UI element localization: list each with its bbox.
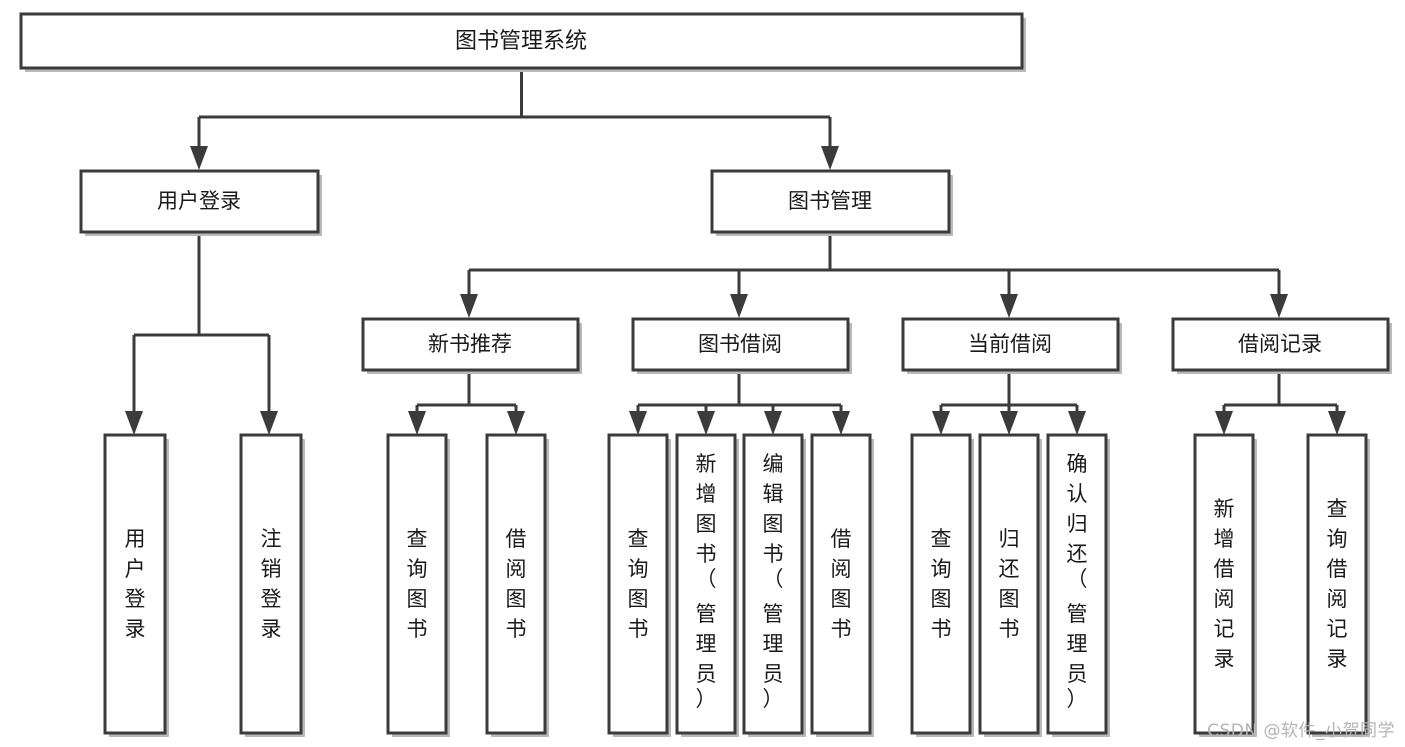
- node-new-book-recommend-label: 新书推荐: [428, 332, 512, 356]
- node-leaf-user-logout-label: 注销登录: [261, 527, 282, 641]
- node-book-borrow-label: 图书借阅: [698, 332, 782, 356]
- node-leaf-query-book-1-label: 查询图书: [407, 527, 428, 641]
- arrow-head-borrow-record: [1270, 294, 1288, 318]
- node-current-borrow[interactable]: 当前借阅: [901, 317, 1122, 374]
- arrow-head-leaf-user-login: [125, 411, 143, 435]
- node-book-management-box: [710, 169, 951, 234]
- arrow-head-new-book-recommend: [460, 294, 478, 318]
- node-leaf-borrow-book-1[interactable]: 借阅图书: [485, 433, 549, 737]
- node-leaf-query-book-1-box: [386, 433, 448, 735]
- node-leaf-user-login-label: 用户登录: [125, 527, 146, 641]
- arrow-head-leaf-query-book-1: [408, 411, 426, 435]
- node-leaf-query-record-box: [1306, 433, 1368, 735]
- node-leaf-user-login-box: [103, 433, 167, 735]
- csdn-watermark: CSDN @软件_小贺同学: [1207, 721, 1395, 741]
- node-leaf-borrow-book-1-box: [485, 433, 547, 735]
- node-borrow-record-box: [1171, 317, 1390, 372]
- node-leaf-query-book-3[interactable]: 查询图书: [910, 433, 974, 737]
- node-new-book-recommend[interactable]: 新书推荐: [361, 317, 582, 374]
- arrow-head-leaf-add-record: [1215, 411, 1233, 435]
- arrow-head-book-borrow: [730, 294, 748, 318]
- node-user-login-label: 用户登录: [157, 189, 241, 213]
- node-leaf-edit-book-label: 编辑图书（管理员）: [763, 452, 784, 711]
- arrow-head-leaf-add-book: [697, 411, 715, 435]
- node-book-management-label: 图书管理: [788, 189, 872, 213]
- node-root-box: [19, 12, 1024, 70]
- node-leaf-query-book-2-label: 查询图书: [628, 527, 649, 641]
- node-leaf-query-book-1[interactable]: 查询图书: [386, 433, 450, 737]
- node-new-book-recommend-box: [361, 317, 580, 372]
- arrow-head-leaf-query-book-2: [629, 411, 647, 435]
- node-leaf-return-book-box: [978, 433, 1040, 735]
- node-leaf-borrow-book-2-label: 借阅图书: [831, 527, 852, 641]
- node-leaf-add-book-box: [675, 433, 737, 735]
- node-borrow-record-label: 借阅记录: [1238, 332, 1322, 356]
- node-leaf-borrow-book-2[interactable]: 借阅图书: [810, 433, 874, 737]
- node-leaf-return-book-label: 归还图书: [999, 527, 1020, 641]
- node-leaf-add-record[interactable]: 新增借阅记录: [1193, 433, 1257, 737]
- arrow-head-leaf-return-book: [1000, 411, 1018, 435]
- node-leaf-edit-book-box: [742, 433, 804, 735]
- node-leaf-user-logout[interactable]: 注销登录: [239, 433, 305, 737]
- node-current-borrow-box: [901, 317, 1120, 372]
- node-leaf-return-book[interactable]: 归还图书: [978, 433, 1042, 737]
- node-leaf-confirm-return-box: [1046, 433, 1108, 735]
- node-leaf-add-book-label: 新增图书（管理员）: [696, 452, 717, 711]
- node-leaf-query-book-2-box: [607, 433, 669, 735]
- node-leaf-user-login[interactable]: 用户登录: [103, 433, 169, 737]
- arrow-head-leaf-borrow-book-1: [507, 411, 525, 435]
- node-root[interactable]: 图书管理系统: [19, 12, 1026, 72]
- arrow-head-leaf-query-record: [1328, 411, 1346, 435]
- node-book-borrow[interactable]: 图书借阅: [631, 317, 852, 374]
- arrow-head-leaf-edit-book: [764, 411, 782, 435]
- arrow-head-user-login: [190, 146, 208, 170]
- arrow-head-leaf-user-logout: [260, 411, 278, 435]
- node-leaf-borrow-book-1-label: 借阅图书: [506, 527, 527, 641]
- node-book-management[interactable]: 图书管理: [710, 169, 953, 236]
- arrow-head-leaf-confirm-return: [1068, 411, 1086, 435]
- node-leaf-user-logout-box: [239, 433, 303, 735]
- node-leaf-query-book-2[interactable]: 查询图书: [607, 433, 671, 737]
- node-leaf-add-record-label: 新增借阅记录: [1214, 497, 1235, 671]
- node-leaf-query-book-3-label: 查询图书: [931, 527, 952, 641]
- node-root-label: 图书管理系统: [455, 29, 587, 54]
- node-book-borrow-box: [631, 317, 850, 372]
- node-leaf-add-book[interactable]: 新增图书（管理员）: [675, 433, 739, 737]
- node-leaf-query-record-label: 查询借阅记录: [1327, 497, 1348, 671]
- node-leaf-confirm-return-label: 确认归还（管理员）: [1067, 452, 1088, 711]
- node-leaf-query-book-3-box: [910, 433, 972, 735]
- node-leaf-add-record-box: [1193, 433, 1255, 735]
- node-leaf-borrow-book-2-box: [810, 433, 872, 735]
- node-user-login-box: [79, 169, 320, 234]
- arrow-head-book-management: [821, 146, 839, 170]
- node-user-login[interactable]: 用户登录: [79, 169, 322, 236]
- connectors: [125, 68, 1346, 435]
- node-leaf-confirm-return[interactable]: 确认归还（管理员）: [1046, 433, 1110, 737]
- node-leaf-edit-book[interactable]: 编辑图书（管理员）: [742, 433, 806, 737]
- arrow-head-leaf-borrow-book-2: [832, 411, 850, 435]
- node-current-borrow-label: 当前借阅: [968, 332, 1052, 356]
- arrow-head-leaf-query-book-3: [932, 411, 950, 435]
- node-leaf-query-record[interactable]: 查询借阅记录: [1306, 433, 1370, 737]
- arrow-head-current-borrow: [1000, 294, 1018, 318]
- node-borrow-record[interactable]: 借阅记录: [1171, 317, 1392, 374]
